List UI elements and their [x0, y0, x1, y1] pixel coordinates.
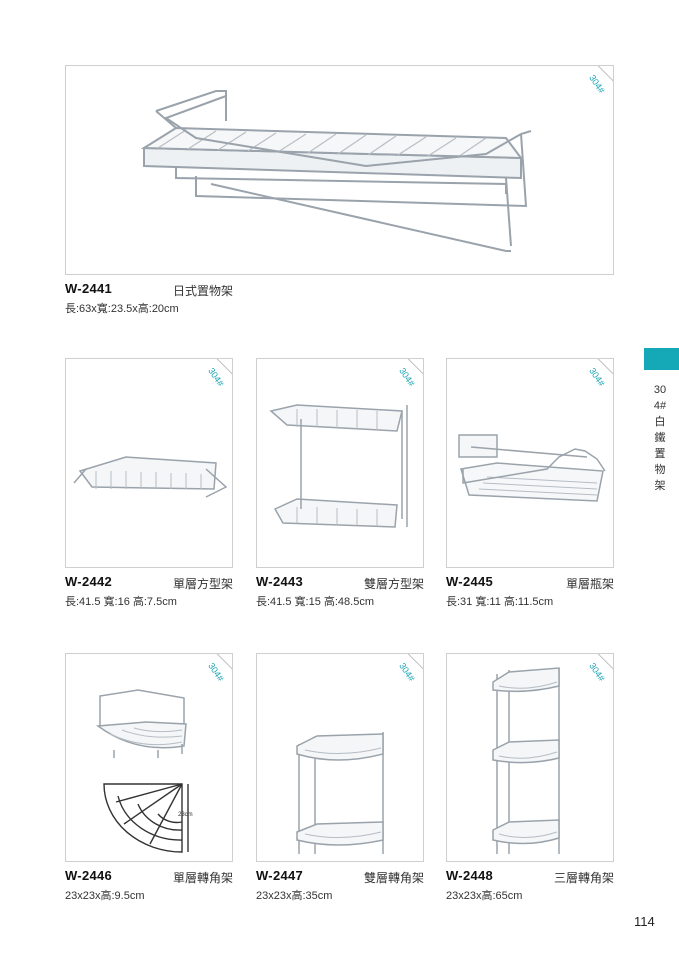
product-info-w2448: W-2448 三層轉角架 23x23x高:65cm	[446, 868, 614, 904]
shelf-image-w2441	[140, 90, 532, 252]
product-name: 日式置物架	[172, 284, 233, 298]
product-code: W-2441	[65, 281, 113, 296]
product-info-w2446: W-2446 單層轉角架 23x23x高:9.5cm	[65, 868, 233, 904]
product-dimensions: 長:41.5 寬:16 高:7.5cm	[65, 596, 177, 608]
shelf-image-w2446	[95, 689, 189, 853]
product-code: W-2446	[65, 868, 113, 883]
product-name: 單層瓶架	[565, 577, 614, 591]
product-dimensions: 23x23x高:9.5cm	[65, 890, 145, 902]
product-name: 單層轉角架	[172, 871, 233, 885]
product-info-w2441: W-2441 日式置物架 長:63x寬:23.5x高:20cm	[65, 281, 233, 317]
product-code: W-2442	[65, 574, 113, 589]
shelf-image-w2448	[492, 667, 560, 854]
product-card-w2441: 304#	[65, 65, 614, 275]
product-dimensions: 23x23x高:35cm	[256, 890, 333, 902]
page-number: 114	[634, 914, 655, 929]
dimension-label: 23cm	[178, 812, 193, 818]
shelf-image-w2443	[269, 404, 408, 528]
product-card-w2446: 304# 23cm	[65, 653, 233, 862]
product-code: W-2443	[256, 574, 304, 589]
product-card-w2443: 304#	[256, 358, 424, 568]
product-name: 單層方型架	[172, 577, 233, 591]
product-info-w2443: W-2443 雙層方型架 長:41.5 寬:15 高:48.5cm	[256, 574, 424, 610]
product-dimensions: 23x23x高:65cm	[446, 890, 523, 902]
product-card-w2445: 304#	[446, 358, 614, 568]
product-info-w2445: W-2445 單層瓶架 長:31 寬:11 高:11.5cm	[446, 574, 614, 610]
section-tab	[644, 348, 679, 370]
shelf-image-w2447	[296, 732, 384, 854]
product-card-w2448: 304#	[446, 653, 614, 862]
product-code: W-2447	[256, 868, 304, 883]
product-name: 三層轉角架	[553, 871, 614, 885]
product-dimensions: 長:63x寬:23.5x高:20cm	[65, 303, 179, 315]
product-info-w2447: W-2447 雙層轉角架 23x23x高:35cm	[256, 868, 424, 904]
product-name: 雙層方型架	[363, 577, 424, 591]
product-dimensions: 長:31 寬:11 高:11.5cm	[446, 596, 554, 608]
product-code: W-2448	[446, 868, 494, 883]
product-card-w2447: 304#	[256, 653, 424, 862]
product-name: 雙層轉角架	[363, 871, 424, 885]
shelf-image-w2445	[458, 434, 606, 502]
product-dimensions: 長:41.5 寬:15 高:48.5cm	[256, 596, 374, 608]
section-category-label: 304#白鐵置物架	[653, 384, 667, 492]
shelf-image-w2442	[73, 456, 228, 498]
product-info-w2442: W-2442 單層方型架 長:41.5 寬:16 高:7.5cm	[65, 574, 233, 610]
product-code: W-2445	[446, 574, 494, 589]
product-card-w2442: 304#	[65, 358, 233, 568]
